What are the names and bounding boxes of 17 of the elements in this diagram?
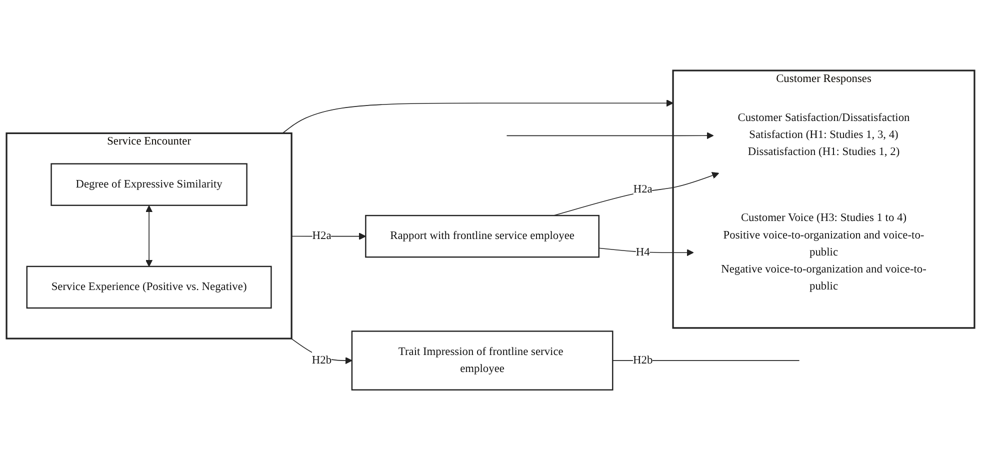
node-box: Trait Impression of frontline service employee bbox=[351, 330, 614, 391]
node-text: Customer Satisfaction/Dissatisfaction Satisfaction (H1: Studies 1, 3, 4) Dissatisfaction (H1: Studies 1, 2) bbox=[738, 112, 910, 159]
arrow bbox=[145, 206, 153, 268]
node-text: Customer Voice (H3: Studies 1 to 4) Positive voice-to-organization and voice-to-public Negative voice-to-organization and voice-to-public bbox=[721, 212, 926, 294]
edge-label: H2b bbox=[633, 354, 653, 367]
node-box: Service Experience (Positive vs. Negative) bbox=[26, 266, 272, 309]
edge-label: H2a bbox=[633, 184, 652, 196]
edge-label: H2b bbox=[312, 354, 332, 367]
node-box: Degree of Expressive Similarity bbox=[50, 163, 248, 206]
arrow bbox=[553, 172, 720, 216]
arrow bbox=[598, 248, 694, 256]
edge-label: H2a bbox=[312, 230, 332, 243]
connector bbox=[612, 360, 800, 362]
arrow bbox=[506, 132, 714, 140]
edge-label: H4 bbox=[636, 246, 650, 260]
arrow bbox=[282, 100, 674, 134]
node-box: Rapport with frontline service employee bbox=[365, 215, 600, 258]
